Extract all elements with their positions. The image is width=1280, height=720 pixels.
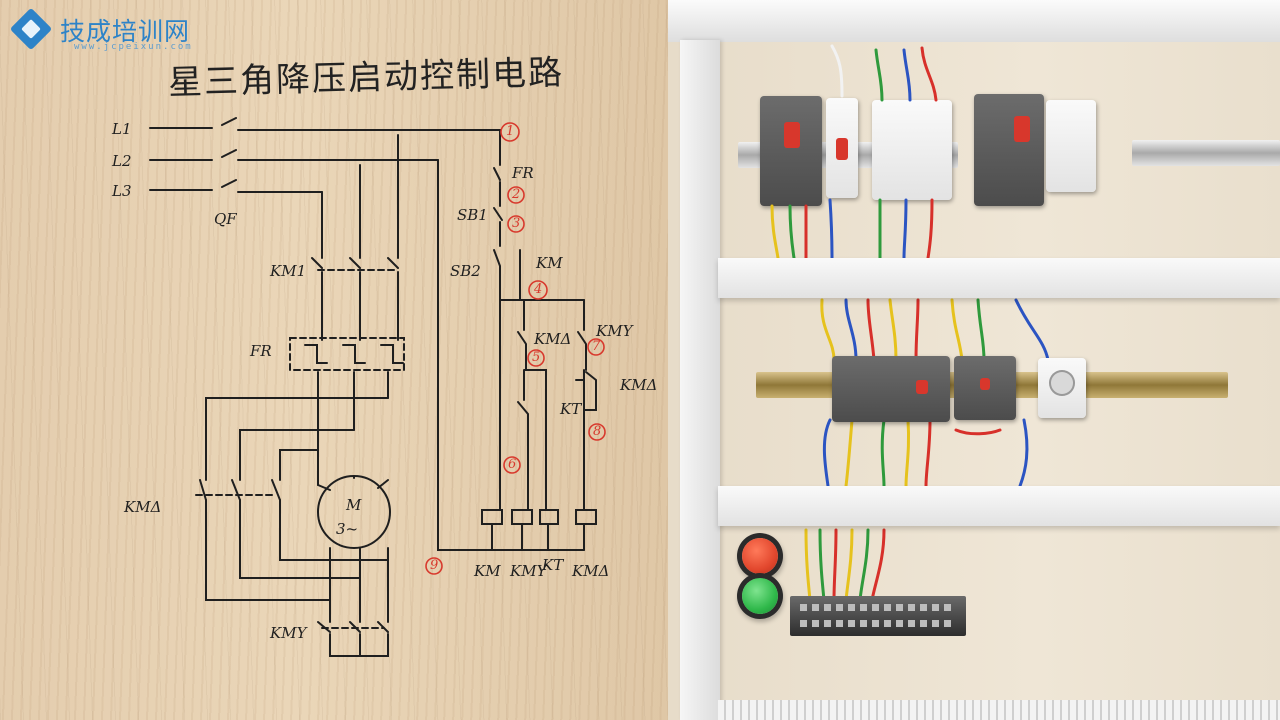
logo-brand: 技成培训网 xyxy=(60,17,191,46)
kmd-seal xyxy=(575,369,597,511)
fuse-holders xyxy=(872,100,952,200)
fr-box xyxy=(289,337,405,371)
motor-label: M xyxy=(345,496,362,514)
contactor-group xyxy=(832,356,950,422)
contactor-indicator xyxy=(916,380,928,394)
fr-main-label: FR xyxy=(250,342,272,360)
coil-km xyxy=(481,509,503,525)
km-delta-no-label: KMΔ xyxy=(620,376,658,394)
ctrl-return xyxy=(437,159,585,551)
stop-button-red[interactable] xyxy=(742,538,778,574)
protector-2-red-toggle xyxy=(1014,116,1030,142)
supply-l1-label: L1 xyxy=(112,120,132,138)
fr-nc xyxy=(493,129,501,207)
main-verticals-top xyxy=(321,134,399,259)
coil-kmd-label: KMΔ xyxy=(572,562,610,580)
node-1-ring xyxy=(500,122,520,142)
kt-nc-label: KT xyxy=(560,400,582,418)
node-7: 7 xyxy=(592,339,601,354)
coil-kmy-label: KMY xyxy=(510,562,547,580)
km-ctrl-label: KM xyxy=(536,254,563,272)
protector-1-red-toggle xyxy=(784,122,800,148)
node-1: 1 xyxy=(506,124,515,139)
km-delta-nc-label: KMΔ xyxy=(534,330,572,348)
kt-branch xyxy=(517,369,547,511)
supply-lines xyxy=(149,127,213,191)
node-9: 9 xyxy=(430,558,439,573)
terminal-block xyxy=(790,596,966,636)
sb1 xyxy=(493,207,503,247)
wire-duct-2 xyxy=(718,486,1280,526)
main-verticals-low xyxy=(317,371,389,486)
main-verticals-mid xyxy=(321,271,399,341)
motor-sub-label: 3~ xyxy=(336,520,358,538)
motor-tail-links xyxy=(205,499,389,601)
wire-duct-bottom xyxy=(718,700,1280,720)
din-rail-spare xyxy=(1132,140,1280,166)
node-3: 3 xyxy=(512,216,521,231)
sb2-km xyxy=(493,249,521,301)
time-relay xyxy=(1038,358,1086,418)
motor-protector-1 xyxy=(760,96,822,206)
power-socket xyxy=(1046,100,1096,192)
motor-leads xyxy=(317,475,389,491)
control-breaker xyxy=(826,98,858,198)
cabinet-left-duct xyxy=(680,40,720,720)
drawing-board: 技成培训网 www.jcpeixun.com 星三角降压启动控制电路 xyxy=(0,0,668,720)
node-8-ring xyxy=(588,423,606,441)
node-4: 4 xyxy=(534,282,543,297)
terminal-screws xyxy=(800,604,951,627)
start-button-green[interactable] xyxy=(742,578,778,614)
node-6-ring xyxy=(503,456,521,474)
coil-kmd xyxy=(575,509,597,525)
qf-label: QF xyxy=(214,210,237,228)
qf-switch xyxy=(221,117,237,188)
node-5: 5 xyxy=(532,350,541,365)
breaker-red-toggle xyxy=(836,138,848,160)
node-6: 6 xyxy=(508,457,517,472)
node-2: 2 xyxy=(512,187,521,202)
km1-main-label: KM1 xyxy=(270,262,307,280)
y-verticals xyxy=(329,547,389,623)
sb2-label: SB2 xyxy=(450,262,481,280)
km-y-nc-label: KMY xyxy=(596,322,633,340)
km-y-main-label: KMY xyxy=(270,624,307,642)
node-7-ring xyxy=(587,338,605,356)
coil-km-label: KM xyxy=(474,562,501,580)
supply-l3-label: L3 xyxy=(112,182,132,200)
logo-url: www.jcpeixun.com xyxy=(74,42,193,52)
fr-ctrl-label: FR xyxy=(512,164,534,182)
delta-links xyxy=(205,397,389,481)
cabinet-top-duct xyxy=(668,0,1280,42)
coil-kt-label: KT xyxy=(542,556,564,574)
fr-elements xyxy=(304,344,404,364)
motor-protector-2 xyxy=(974,94,1044,206)
contactor-small-indicator xyxy=(980,378,990,390)
coil-tails xyxy=(491,523,585,551)
node-2-ring xyxy=(507,186,525,204)
logo: 技成培训网 www.jcpeixun.com xyxy=(9,7,220,52)
sb1-label: SB1 xyxy=(457,206,488,224)
kmy-nc-ctrl xyxy=(577,299,587,371)
y-star-point xyxy=(329,633,389,657)
km1-contacts xyxy=(311,257,399,269)
circuit-diagram: M 3~ xyxy=(149,117,606,657)
kmd-contacts xyxy=(199,479,281,501)
coil-kmy xyxy=(511,509,533,525)
contactor-small xyxy=(954,356,1016,420)
node-9-ring xyxy=(425,557,443,575)
coil-kt xyxy=(539,509,559,525)
kmd-nc-ctrl xyxy=(517,299,527,371)
node-8: 8 xyxy=(593,424,602,439)
time-relay-dial-icon xyxy=(1049,370,1075,396)
node-4-ring xyxy=(528,280,548,300)
node-3-ring xyxy=(507,215,525,233)
supply-l2-label: L2 xyxy=(112,152,132,170)
wire-duct-1 xyxy=(718,258,1280,298)
km-delta-main-label: KMΔ xyxy=(124,498,162,516)
node-5-ring xyxy=(527,349,545,367)
